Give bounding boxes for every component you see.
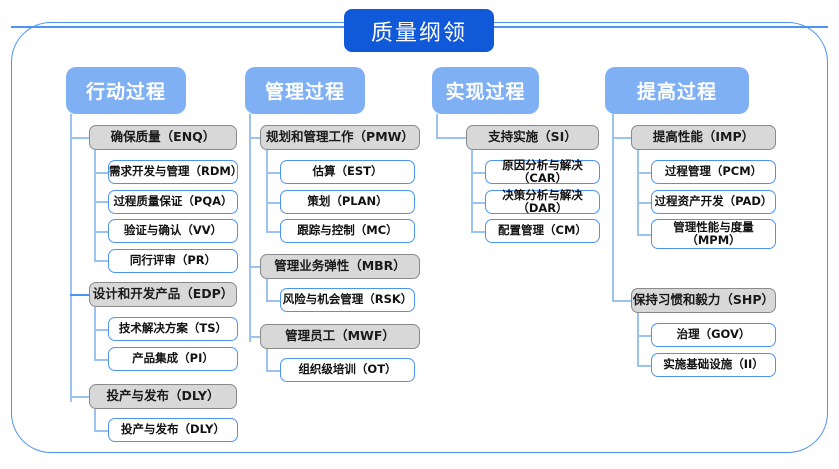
group-node-shp[interactable]: 保持习惯和毅力（SHP） xyxy=(631,288,776,313)
child-trunk-mwf xyxy=(266,349,268,371)
child-branch-est xyxy=(266,172,281,174)
leaf-node-mc[interactable]: 跟踪与控制（MC） xyxy=(280,219,415,243)
leaf-node-vv[interactable]: 验证与确认（VV） xyxy=(108,219,238,243)
group-node-enq[interactable]: 确保质量（ENQ） xyxy=(89,125,237,150)
leaf-node-est[interactable]: 估算（EST） xyxy=(280,160,415,184)
leaf-node-gov[interactable]: 治理（GOV） xyxy=(651,323,776,347)
trunk-line-column-4 xyxy=(612,114,614,301)
leaf-node-dar[interactable]: 决策分析与解决（DAR） xyxy=(485,188,600,215)
branch-line-group-si xyxy=(436,137,467,139)
column-header-implementation[interactable]: 实现过程 xyxy=(432,67,539,114)
group-node-dly[interactable]: 投产与发布（DLY） xyxy=(89,384,237,409)
branch-line-group-shp xyxy=(612,300,632,302)
title-connector-left xyxy=(11,26,345,28)
branch-line-group-dly xyxy=(70,396,90,398)
leaf-node-ts[interactable]: 技术解决方案（TS） xyxy=(108,317,238,341)
child-trunk-imp xyxy=(637,150,639,235)
leaf-node-rdm[interactable]: 需求开发与管理（RDM） xyxy=(108,160,242,184)
column-header-action[interactable]: 行动过程 xyxy=(66,67,186,114)
group-node-mbr[interactable]: 管理业务弹性（MBR） xyxy=(260,254,420,279)
child-branch-pi xyxy=(94,359,109,361)
child-trunk-shp xyxy=(637,313,639,366)
column-header-improvement[interactable]: 提高过程 xyxy=(605,67,749,114)
child-branch-mc xyxy=(266,231,281,233)
child-branch-dly-leaf xyxy=(94,430,109,432)
root-title: 质量纲领 xyxy=(344,9,494,52)
trunk-line-column-3 xyxy=(436,114,438,139)
child-branch-pqa xyxy=(94,201,109,203)
child-trunk-mbr xyxy=(266,279,268,301)
child-branch-pcm xyxy=(637,172,652,174)
branch-line-group-edp xyxy=(70,294,90,296)
group-node-imp[interactable]: 提高性能（IMP） xyxy=(631,125,776,150)
child-branch-ot xyxy=(266,370,281,372)
leaf-node-pr[interactable]: 同行评审（PR） xyxy=(108,249,238,273)
child-branch-pr xyxy=(94,260,109,262)
leaf-node-pqa[interactable]: 过程质量保证（PQA） xyxy=(108,190,238,214)
leaf-node-pad[interactable]: 过程资产开发（PAD） xyxy=(651,190,776,214)
leaf-node-pcm[interactable]: 过程管理（PCM） xyxy=(651,160,776,184)
leaf-node-mpm[interactable]: 管理性能与度量 （MPM） xyxy=(651,219,776,249)
branch-line-group-mwf xyxy=(249,336,261,338)
group-node-pmw[interactable]: 规划和管理工作（PMW） xyxy=(260,125,420,150)
child-branch-cm xyxy=(471,231,486,233)
group-node-si[interactable]: 支持实施（SI） xyxy=(466,125,599,150)
child-trunk-edp xyxy=(94,307,96,360)
branch-line-group-mbr xyxy=(249,266,261,268)
branch-line-group-imp xyxy=(612,137,632,139)
trunk-line-column-2 xyxy=(249,114,251,342)
leaf-node-car[interactable]: 原因分析与解决（CAR） xyxy=(485,158,600,185)
child-branch-dar xyxy=(471,202,486,204)
branch-line-group-pmw xyxy=(249,137,261,139)
child-branch-pad xyxy=(637,202,652,204)
group-node-edp[interactable]: 设计和开发产品（EDP） xyxy=(89,282,237,307)
leaf-node-dly[interactable]: 投产与发布（DLY） xyxy=(108,418,238,442)
child-branch-gov xyxy=(637,335,652,337)
trunk-line-column-1 xyxy=(70,114,72,402)
child-branch-mpm xyxy=(637,234,652,236)
title-connector-right xyxy=(493,26,828,28)
child-trunk-enq xyxy=(94,150,96,260)
child-trunk-si xyxy=(471,150,473,232)
leaf-node-rsk[interactable]: 风险与机会管理（RSK） xyxy=(280,288,415,312)
leaf-node-ot[interactable]: 组织级培训（OT） xyxy=(280,358,415,382)
child-branch-ts xyxy=(94,329,109,331)
leaf-node-pi[interactable]: 产品集成（PI） xyxy=(108,347,238,371)
child-branch-ii xyxy=(637,365,652,367)
leaf-node-cm[interactable]: 配置管理（CM） xyxy=(485,219,600,243)
group-node-mwf[interactable]: 管理员工（MWF） xyxy=(260,324,420,349)
column-header-management[interactable]: 管理过程 xyxy=(245,67,365,114)
child-branch-car xyxy=(471,172,486,174)
child-branch-plan xyxy=(266,202,281,204)
leaf-node-ii[interactable]: 实施基础设施（II） xyxy=(651,353,776,377)
child-trunk-dly xyxy=(94,409,96,431)
leaf-node-plan[interactable]: 策划（PLAN） xyxy=(280,190,415,214)
child-branch-rsk xyxy=(266,300,281,302)
branch-line-group-enq xyxy=(70,137,90,139)
child-trunk-pmw xyxy=(266,150,268,232)
child-branch-vv xyxy=(94,231,109,233)
child-branch-rdm xyxy=(94,172,109,174)
